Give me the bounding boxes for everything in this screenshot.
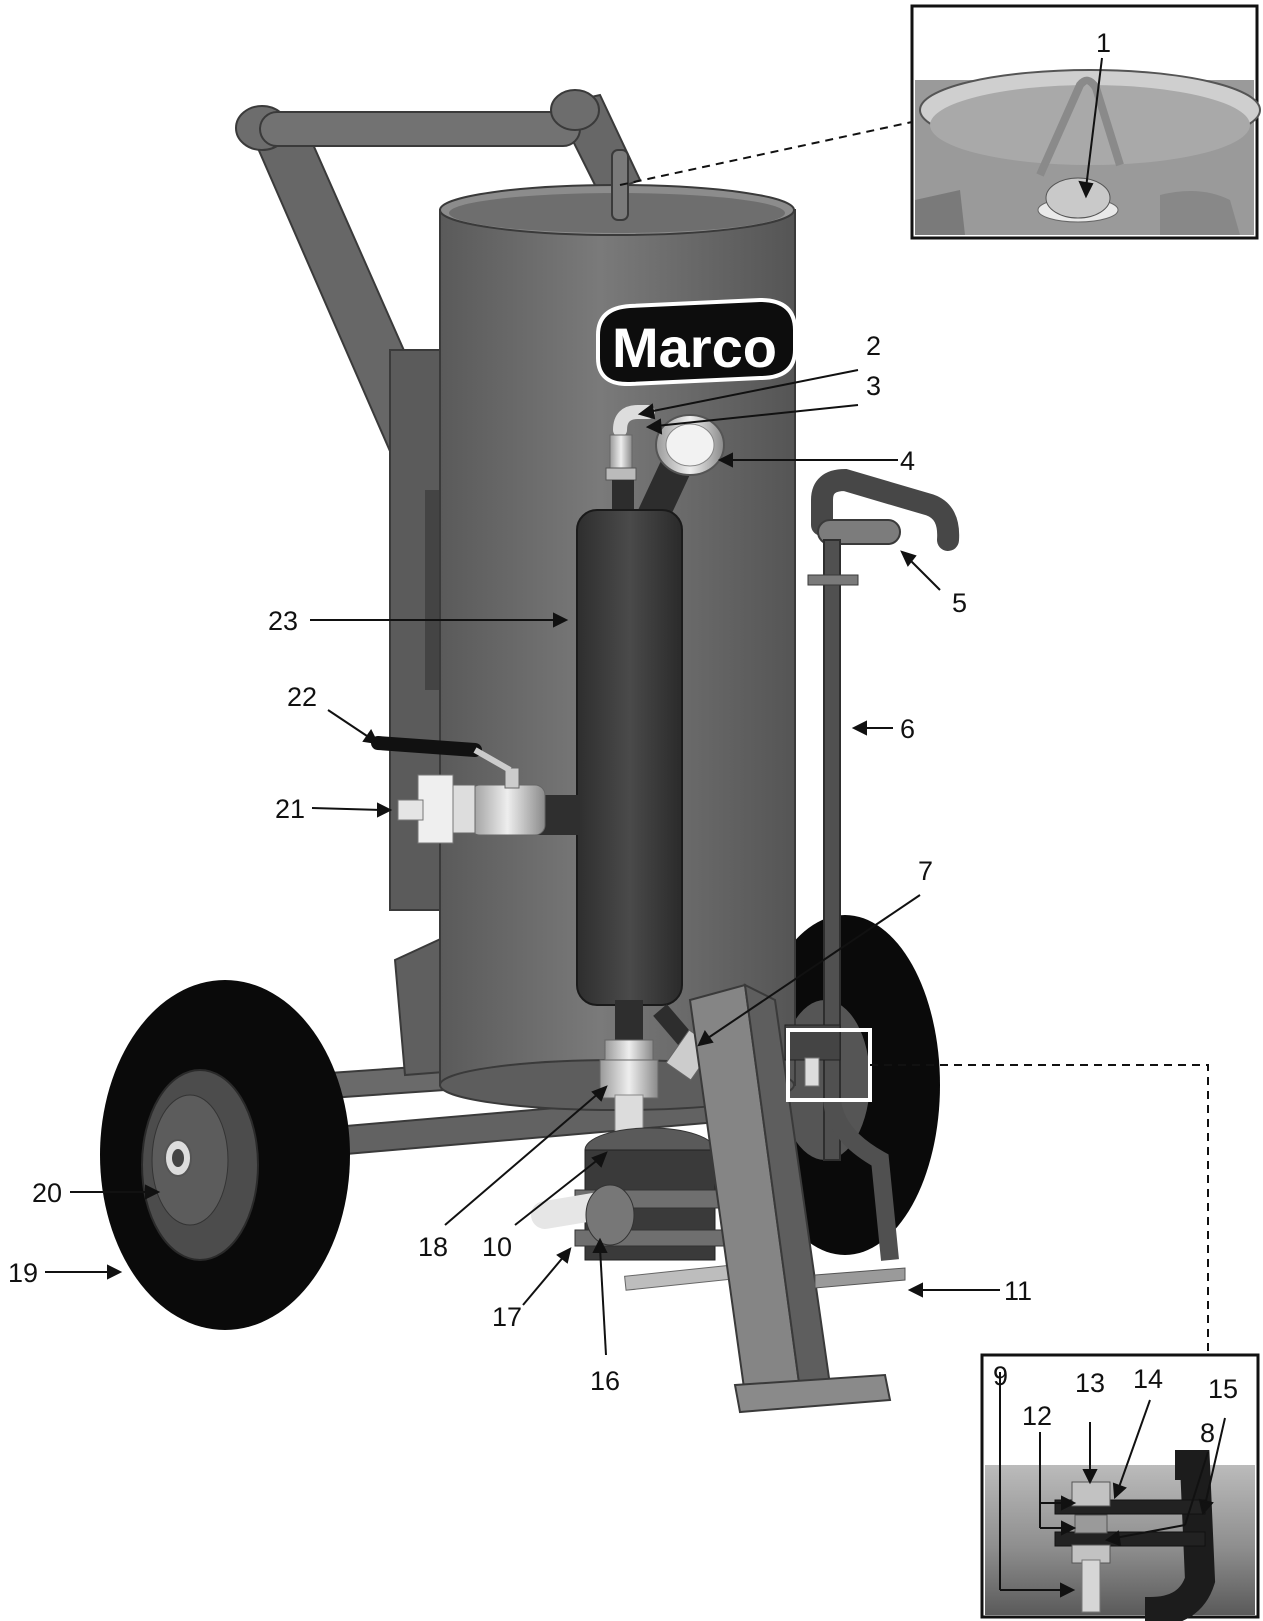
inset-connectors [619, 121, 1209, 1355]
callout-17: 17 [492, 1302, 522, 1332]
callout-labels: 1 2 3 4 5 6 7 8 9 10 11 12 13 14 15 16 1… [8, 28, 1238, 1448]
callout-12: 12 [1022, 1401, 1052, 1431]
callout-5: 5 [952, 588, 967, 618]
brand-logo: Marco [596, 297, 797, 387]
callout-21: 21 [275, 794, 305, 824]
ball-valve [371, 736, 580, 844]
callout-2: 2 [866, 331, 881, 361]
inset-top [910, 4, 1261, 240]
front-wheel [100, 980, 350, 1330]
callout-9: 9 [993, 1361, 1008, 1391]
leader-lines [45, 57, 1226, 1598]
callout-4: 4 [900, 446, 915, 476]
callout-19: 19 [8, 1258, 38, 1288]
callout-1: 1 [1096, 28, 1111, 58]
callout-23: 23 [268, 606, 298, 636]
callout-15: 15 [1208, 1374, 1238, 1404]
callout-8: 8 [1200, 1418, 1215, 1448]
callout-14: 14 [1133, 1364, 1163, 1394]
callout-20: 20 [32, 1178, 62, 1208]
callout-18: 18 [418, 1232, 448, 1262]
pipe-handle [807, 468, 960, 1261]
pressure-gauge [637, 414, 725, 524]
callout-6: 6 [900, 714, 915, 744]
callout-10: 10 [482, 1232, 512, 1262]
callout-13: 13 [1075, 1368, 1105, 1398]
callout-3: 3 [866, 371, 881, 401]
callout-22: 22 [287, 682, 317, 712]
detail-highlight [784, 1024, 872, 1102]
callout-7: 7 [918, 856, 933, 886]
callout-16: 16 [590, 1366, 620, 1396]
front-leg [688, 983, 906, 1414]
moisture-separator [576, 509, 683, 1006]
logo-text: Marco [612, 316, 777, 379]
callout-11: 11 [1004, 1276, 1032, 1306]
